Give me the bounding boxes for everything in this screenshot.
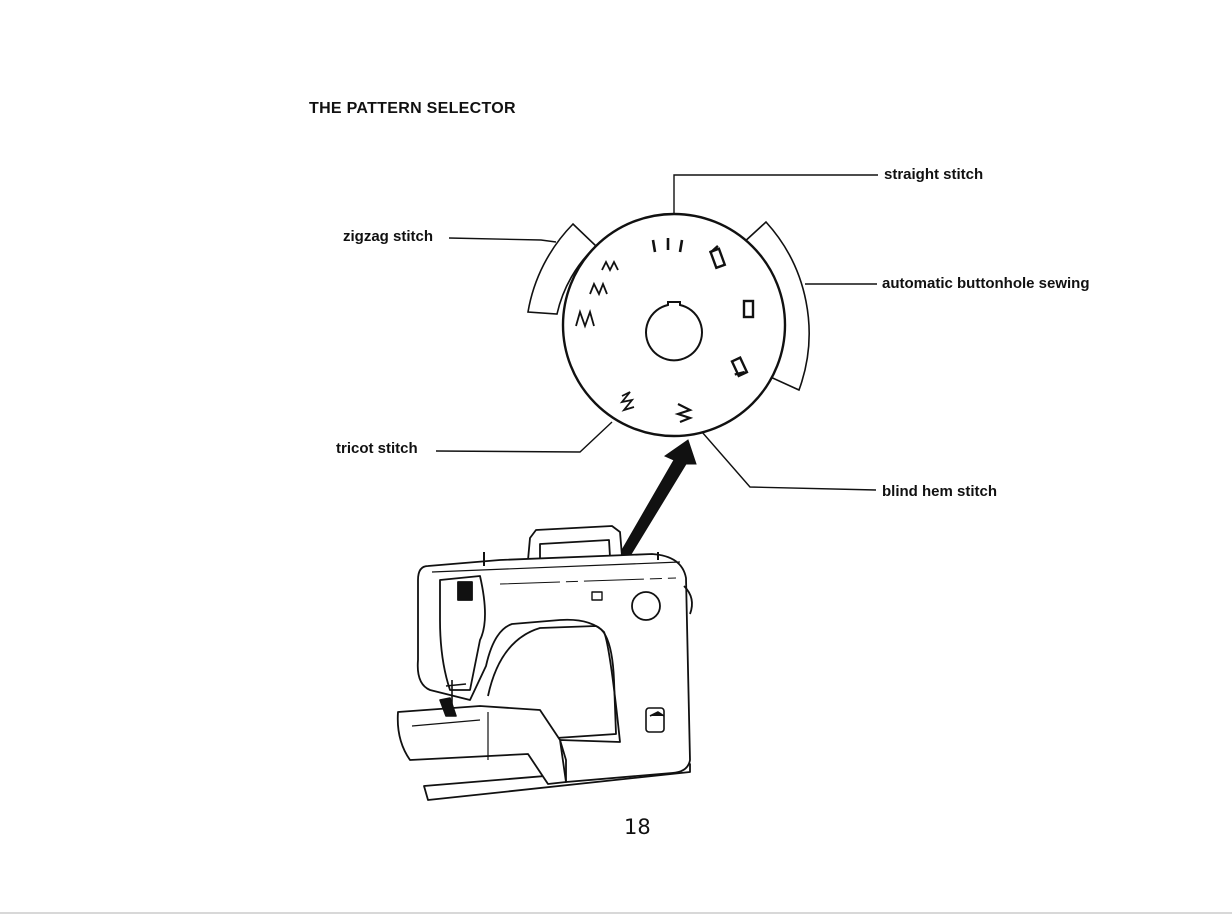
tricot-stitch-icon [619,391,635,412]
pattern-selector-dial-icon [527,212,810,438]
label-blind-hem-stitch: blind hem stitch [882,483,998,500]
leader-tricot [435,421,613,453]
machine-pattern-knob [591,591,603,601]
label-straight-stitch: straight stitch [884,166,984,183]
machine-needle-assembly [439,680,467,717]
zigzag-stitch-icon [575,259,619,329]
label-tricot-stitch: tricot stitch [336,440,418,457]
leader-lines [435,174,878,491]
sewing-machine-icon [396,525,693,801]
buttonhole-icon [708,245,755,378]
straight-stitch-icon [651,238,684,253]
page-title: THE PATTERN SELECTOR [309,100,516,117]
machine-front-cover [439,575,486,691]
label-automatic-buttonhole: automatic buttonhole sewing [882,275,1090,292]
machine-tension-dial [457,581,473,601]
machine-handwheel [631,591,661,621]
page-bottom-divider [0,912,1232,914]
dial-hub [645,301,703,362]
machine-reverse-lever [645,707,665,733]
leader-zigzag [448,237,557,243]
leader-blind [701,431,877,491]
dial-face [561,212,787,438]
machine-arm-curve [487,625,617,739]
label-zigzag-stitch: zigzag stitch [343,228,434,245]
machine-free-arm [396,705,567,785]
zigzag-range-bracket [527,222,598,315]
page-number: 18 [624,815,651,839]
blind-hem-stitch-icon [674,403,694,424]
leader-straight [673,174,878,216]
